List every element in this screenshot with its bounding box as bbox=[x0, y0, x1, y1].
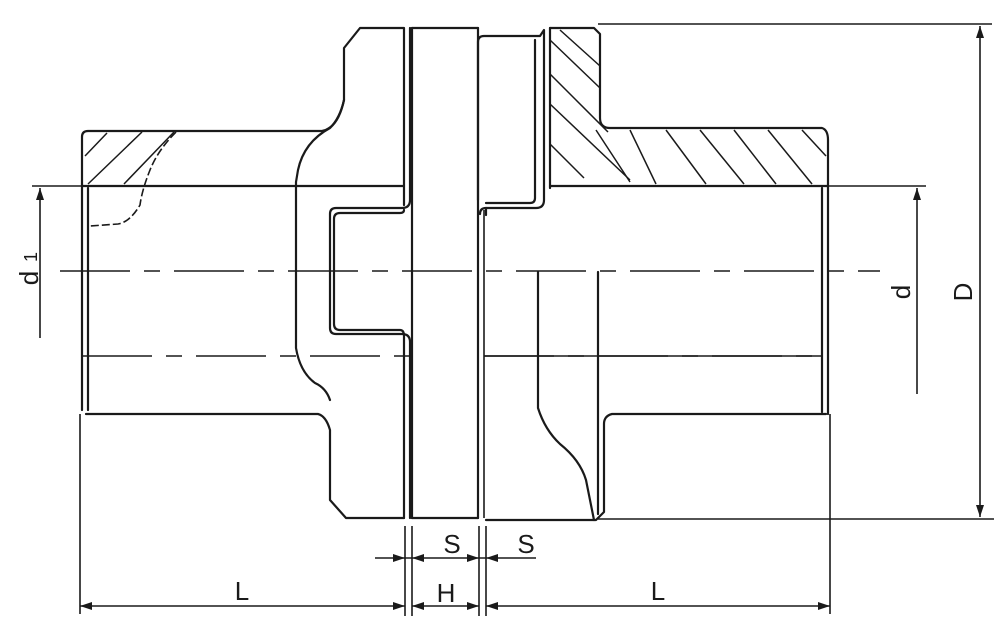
label-d-group: d bbox=[886, 285, 916, 299]
label-S-right: S bbox=[517, 529, 534, 559]
label-D: D bbox=[948, 283, 978, 302]
label-d1: d 1 bbox=[14, 252, 44, 285]
label-H: H bbox=[437, 578, 456, 608]
label-d1-sub: 1 bbox=[21, 252, 41, 262]
left-hub bbox=[80, 26, 412, 520]
label-L-left: L bbox=[235, 576, 249, 606]
label-S-left: S bbox=[443, 529, 460, 559]
dimension-d bbox=[828, 185, 926, 394]
dimension-D bbox=[598, 23, 994, 520]
label-d: d bbox=[886, 285, 916, 299]
center-lines bbox=[60, 270, 880, 357]
dimension-H-L bbox=[80, 602, 830, 610]
label-d1-main: d bbox=[14, 271, 44, 285]
dimension-d1 bbox=[32, 185, 82, 338]
spider bbox=[410, 26, 485, 520]
dimension-S bbox=[375, 554, 536, 562]
right-hub bbox=[476, 26, 830, 522]
label-D-group: D bbox=[948, 283, 978, 302]
label-L-right: L bbox=[651, 576, 665, 606]
extension-lines bbox=[79, 414, 831, 616]
